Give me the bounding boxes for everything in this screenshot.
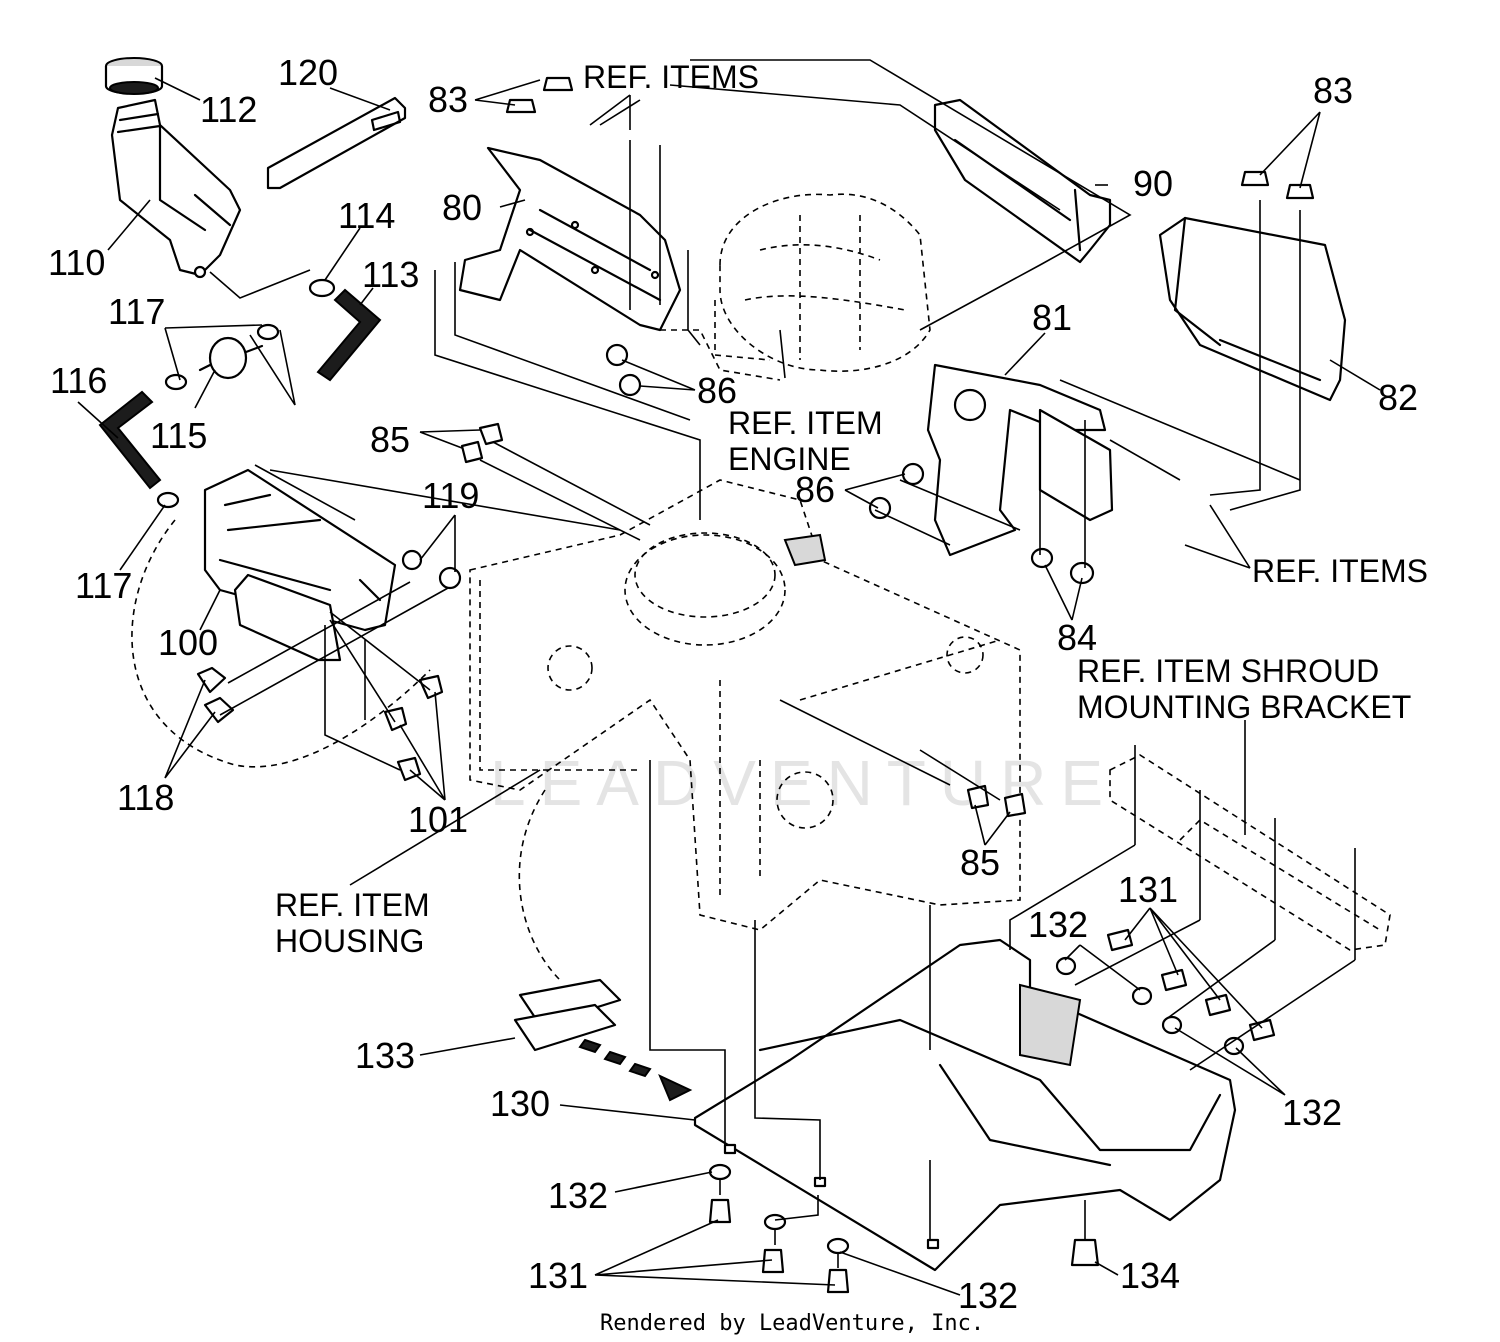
engine-reference	[660, 193, 931, 381]
callout-131-right: 131	[1118, 869, 1178, 910]
callout-86-left: 86	[697, 370, 737, 411]
watermark-text: LEADVENTURE	[490, 747, 1117, 819]
ref-item-engine-line1: REF. ITEM	[728, 405, 883, 441]
shroud-mounting-bracket-reference	[1109, 745, 1391, 960]
callout-117-bottom: 117	[75, 565, 132, 606]
callout-134: 134	[1120, 1255, 1180, 1296]
callout-leaders	[77, 77, 1381, 1296]
callout-132-bottom: 132	[958, 1275, 1018, 1316]
footer-credit: Rendered by LeadVenture, Inc.	[600, 1311, 984, 1336]
ref-item-engine-line2: ENGINE	[728, 441, 851, 477]
insulation-133	[513, 978, 693, 1102]
ref-item-housing-line2: HOUSING	[275, 923, 424, 959]
shroud-bracket-90	[933, 98, 1112, 264]
fuel-tank	[110, 98, 242, 279]
callout-133: 133	[355, 1035, 415, 1076]
assembly-lines	[131, 59, 1356, 1268]
shroud-bracket-80	[458, 146, 682, 332]
callout-85-right: 85	[960, 842, 1000, 883]
callout-112: 112	[200, 89, 257, 130]
callout-130: 130	[490, 1083, 550, 1124]
callout-100: 100	[158, 622, 218, 663]
callout-82: 82	[1378, 377, 1418, 418]
callout-120: 120	[278, 52, 338, 93]
callout-numbers: 112 120 110 114 113 117 116 115 117 100 …	[48, 52, 1418, 1316]
ref-item-shroud-line1: REF. ITEM SHROUD	[1077, 653, 1379, 689]
ref-items-right: REF. ITEMS	[1252, 553, 1428, 589]
tank-mounting-bracket	[203, 468, 397, 662]
fuel-cap	[104, 57, 164, 95]
callout-113: 113	[362, 254, 419, 295]
callout-110: 110	[48, 242, 105, 283]
callout-114: 114	[338, 195, 395, 236]
callout-90: 90	[1133, 163, 1173, 204]
housing-reference	[469, 479, 1021, 981]
ref-item-shroud-line2: MOUNTING BRACKET	[1077, 689, 1411, 725]
callout-118: 118	[117, 777, 174, 818]
fuel-tank-strap	[266, 96, 407, 190]
reference-labels: REF. ITEMS REF. ITEM ENGINE REF. ITEMS R…	[275, 59, 1428, 959]
callout-86-right: 86	[795, 469, 835, 510]
callout-115: 115	[150, 415, 207, 456]
callout-117-top: 117	[108, 291, 165, 332]
fuel-shutoff-valve	[198, 336, 264, 380]
callout-132-upper: 132	[1028, 904, 1088, 945]
callout-116: 116	[50, 360, 107, 401]
shroud-bracket-81	[926, 363, 1114, 557]
callout-80: 80	[442, 187, 482, 228]
ref-item-housing-line1: REF. ITEM	[275, 887, 430, 923]
fuel-line-hose	[98, 288, 382, 490]
ref-items-top: REF. ITEMS	[583, 59, 759, 95]
shroud-82	[1158, 216, 1347, 402]
hose-clamps	[156, 278, 336, 509]
fasteners-upper	[460, 76, 1315, 818]
callout-119: 119	[422, 475, 479, 516]
fasteners-bottom	[708, 928, 1276, 1294]
callout-81: 81	[1032, 297, 1072, 338]
callout-101: 101	[408, 799, 468, 840]
callout-132-left: 132	[548, 1175, 608, 1216]
callout-83-right: 83	[1313, 70, 1353, 111]
bottom-shroud-130	[693, 938, 1237, 1272]
callout-132-right: 132	[1282, 1092, 1342, 1133]
callout-83-left: 83	[428, 79, 468, 120]
callout-131-bottom: 131	[528, 1255, 588, 1296]
callout-84: 84	[1057, 617, 1097, 658]
fasteners-left	[196, 549, 462, 782]
callout-85-left: 85	[370, 419, 410, 460]
